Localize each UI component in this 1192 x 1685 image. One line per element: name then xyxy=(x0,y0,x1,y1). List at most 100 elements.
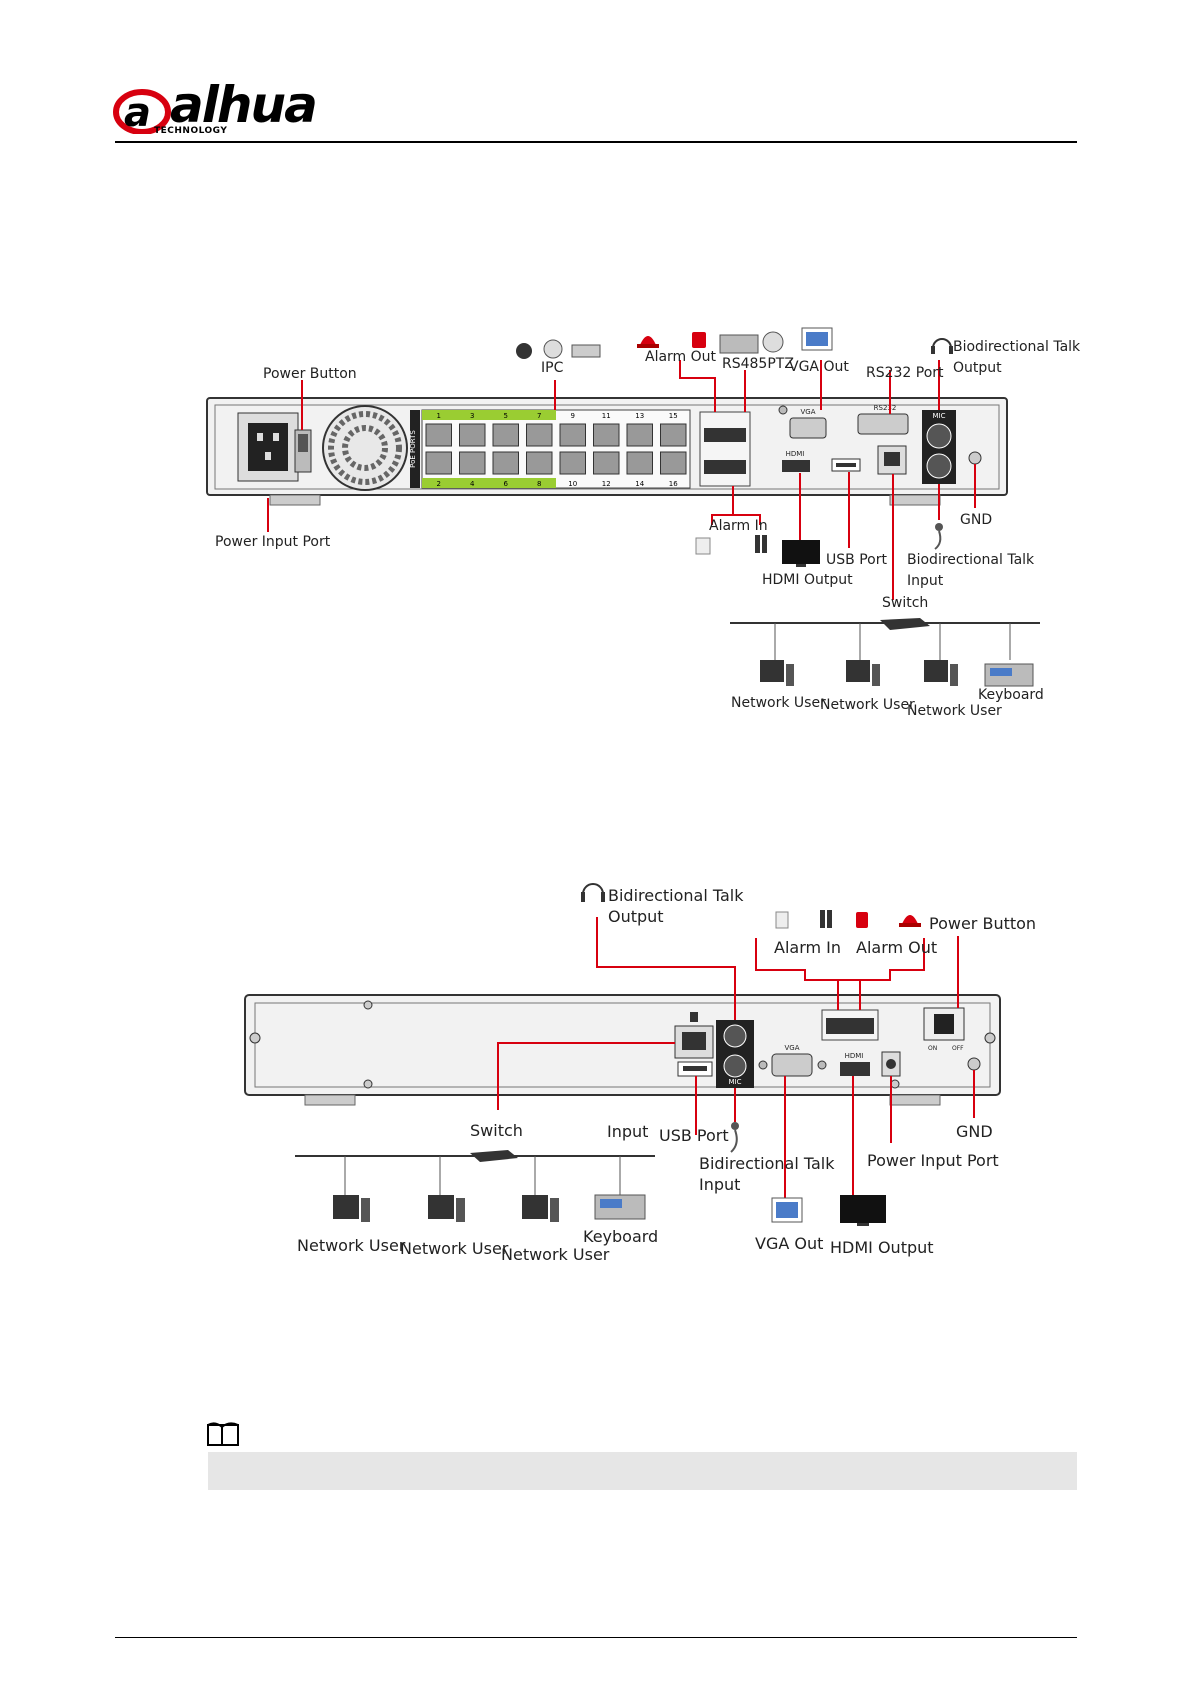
ptz-devices-icon xyxy=(719,331,784,354)
usb-port-icon xyxy=(677,1061,713,1077)
network-drops xyxy=(344,1156,621,1195)
usb-port-icon xyxy=(831,458,861,472)
device-2-chassis xyxy=(244,994,1001,1106)
poe-port-number: 15 xyxy=(669,412,678,420)
f2-vga-out-label: VGA Out xyxy=(755,1234,823,1253)
f2-keyboard-label: Keyboard xyxy=(583,1227,658,1246)
logo-mark-icon: a xyxy=(113,89,171,134)
poe-port-number: 10 xyxy=(568,480,577,488)
f1-talk-in-label-2: Input xyxy=(907,573,944,589)
poe-label: PoE PORTS xyxy=(409,430,417,468)
panel-mic-label: MIC xyxy=(933,412,946,420)
alarm-siren-icon xyxy=(637,332,706,348)
power-button-icon xyxy=(294,429,312,473)
ipc-cameras-icon xyxy=(516,339,601,359)
power-input-port-icon xyxy=(237,412,299,482)
f2-network-user-label-3: Network User xyxy=(501,1245,610,1264)
f1-network-user-label-3: Network User xyxy=(907,703,1002,719)
f1-power-button-label: Power Button xyxy=(263,366,357,382)
panel-rs232-label: RS232 xyxy=(874,404,897,412)
poe-port-number: 9 xyxy=(571,412,575,420)
gnd-terminal-icon xyxy=(967,1057,981,1071)
poe-port-number: 1 xyxy=(437,412,441,420)
vga-monitor-icon xyxy=(801,327,833,351)
f2-input-label: Input xyxy=(607,1122,648,1141)
f2-hdmi-output-label: HDMI Output xyxy=(830,1238,934,1257)
f1-talk-out-label-1: Biodirectional Talk xyxy=(953,339,1081,355)
mic-ports-icon: MIC xyxy=(922,410,956,484)
poe-port-icon xyxy=(559,423,586,447)
alarm-terminal-block xyxy=(821,1009,879,1041)
headset-icon xyxy=(581,883,605,902)
panel-hdmi-label: HDMI xyxy=(786,450,805,458)
poe-port-icon xyxy=(559,451,586,475)
poe-port-number: 16 xyxy=(669,480,678,488)
gnd-terminal-icon xyxy=(968,451,982,465)
f2-network-user-label-2: Network User xyxy=(400,1239,509,1258)
hdmi-monitor-icon xyxy=(840,1195,886,1226)
note-bar xyxy=(208,1452,1077,1490)
poe-port-icon xyxy=(492,451,519,475)
f1-network-user-label-1: Network User xyxy=(731,695,826,711)
f1-talk-in-label-1: Biodirectional Talk xyxy=(907,552,1035,568)
fan-icon xyxy=(322,405,408,491)
svg-text:a: a xyxy=(124,90,151,134)
f1-ipc-label: IPC xyxy=(541,360,564,376)
microphone-icon xyxy=(934,523,943,550)
header-rule xyxy=(115,141,1077,143)
power-input-port-icon xyxy=(881,1051,901,1077)
alarm-in-sensors-icon xyxy=(695,535,767,555)
vga-monitor-icon xyxy=(771,1197,803,1223)
power-button-icon: ON OFF xyxy=(923,1007,965,1052)
poe-port-icon xyxy=(459,423,486,447)
poe-port-number: 5 xyxy=(504,412,508,420)
poe-port-icon xyxy=(425,423,452,447)
poe-port-icon xyxy=(526,423,553,447)
f2-switch-label: Switch xyxy=(470,1121,523,1140)
network-port-icon xyxy=(674,1012,714,1059)
alarm-devices-icon xyxy=(775,910,921,929)
network-port-icon xyxy=(877,445,907,475)
note-book-icon xyxy=(207,1422,239,1446)
hdmi-port-icon: HDMI xyxy=(782,450,810,472)
poe-port-icon xyxy=(425,451,452,475)
f1-power-input-label: Power Input Port xyxy=(215,534,331,550)
f1-keyboard-label: Keyboard xyxy=(978,687,1044,703)
poe-port-icon xyxy=(492,423,519,447)
poe-port-icon xyxy=(626,451,653,475)
figure-2-connection-diagram: MIC VGA HDMI ON OFF xyxy=(244,883,1036,1264)
panel-vga-label: VGA xyxy=(784,1044,799,1052)
f2-power-button-label: Power Button xyxy=(929,914,1036,933)
f2-gnd-label: GND xyxy=(956,1122,993,1141)
f2-talk-out-label-2: Output xyxy=(608,907,664,926)
poe-port-icon xyxy=(593,451,620,475)
logo-wordmark: alhua xyxy=(170,76,318,134)
mic-ports-icon: MIC xyxy=(716,1020,754,1088)
poe-port-icon xyxy=(526,451,553,475)
poe-port-number: 8 xyxy=(537,480,541,488)
poe-port-icon xyxy=(593,423,620,447)
f2-usb-port-label: USB Port xyxy=(659,1126,729,1145)
leader-lines-1 xyxy=(267,360,976,600)
f1-rs485-label: RS485PTZ xyxy=(722,356,794,372)
alarm-terminal-block xyxy=(699,411,751,487)
hdmi-port-icon: HDMI xyxy=(840,1052,870,1076)
panel-mic-label: MIC xyxy=(729,1078,742,1086)
microphone-icon xyxy=(730,1122,739,1153)
poe-port-number: 12 xyxy=(602,480,611,488)
f1-talk-out-label-2: Output xyxy=(953,360,1002,376)
vga-port-icon: VGA xyxy=(778,405,827,439)
f1-rs232-label: RS232 Port xyxy=(866,365,944,381)
f2-alarm-out-label: Alarm Out xyxy=(856,938,937,957)
f2-network-user-label-1: Network User xyxy=(297,1236,406,1255)
keyboard-icon xyxy=(594,1194,646,1220)
headset-icon xyxy=(931,338,953,354)
f1-hdmi-output-label: HDMI Output xyxy=(762,572,853,588)
poe-port-number: 11 xyxy=(602,412,611,420)
panel-vga-label: VGA xyxy=(800,408,815,416)
leader-lines-2 xyxy=(497,917,975,1198)
poe-port-number: 14 xyxy=(635,480,644,488)
poe-port-number: 6 xyxy=(504,480,509,488)
poe-port-icon xyxy=(660,423,687,447)
